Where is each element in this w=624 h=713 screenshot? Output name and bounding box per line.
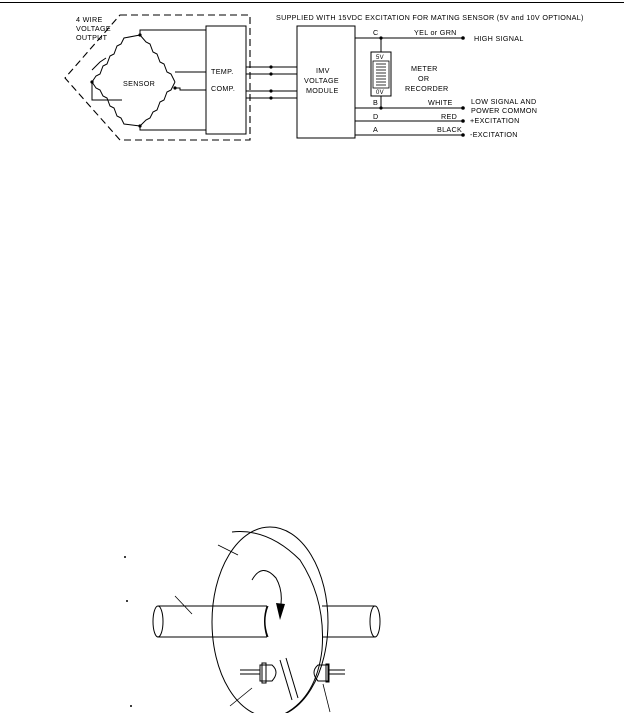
meter-scale [372,60,390,89]
meter-bottom-value: 0V [376,90,384,96]
output-wires [355,36,465,137]
bridge-resistor-bottom-right [139,81,176,127]
supply-note: SUPPLIED WITH 15VDC EXCITATION FOR MATIN… [276,13,584,22]
leader-shaft [174,595,193,615]
signal-low-line2: POWER COMMON [471,106,537,115]
sensor-bridge: SENSOR [90,33,177,128]
meter-body [370,51,392,97]
sensor-housing-outline [64,14,251,141]
leader-disc [217,544,239,556]
tempcomp-to-module-wires [246,65,297,100]
output-label-line2: VOLTAGE [76,24,111,33]
bridge-resistor-bottom-left [91,81,141,127]
signal-minus-excitation: -EXCITATION [470,130,518,139]
temp-comp-label-line2: COMP. [211,84,235,93]
wire-d-color: RED [441,112,457,121]
pin-c-label: C [373,28,379,37]
module-label-line1: IMV [316,66,330,75]
meter-label-line1: METER [411,64,438,73]
leader-dot-middle [126,600,128,602]
wire-c-color: YEL or GRN [414,28,457,37]
bridge-resistor-top-left [91,34,141,83]
output-label-line1: 4 WIRE [76,15,103,24]
led-emitter [240,662,277,684]
photo-detector [313,663,345,683]
meter-top-value: 5V [376,55,384,61]
signal-high: HIGH SIGNAL [474,34,524,43]
page-top-rule [0,2,624,3]
signal-low-line1: LOW SIGNAL AND [471,97,536,106]
imv-voltage-module-box [296,25,356,139]
meter-recorder: 5V 0V METER OR RECORDER [370,36,449,110]
meter-label-line3: RECORDER [405,84,449,93]
rotating-disc [211,526,329,713]
wire-b-color: WHITE [428,98,453,107]
leader-emitter [229,687,253,707]
bridge-resistor-top-right [139,34,176,83]
leader-dot-top [124,556,126,558]
module-label-line3: MODULE [306,86,339,95]
sensor-label: SENSOR [123,79,155,88]
pin-d-label: D [373,112,379,121]
pin-b-label: B [373,98,378,107]
bridge-to-tempcomp-wires [91,29,206,131]
leader-detector [322,683,331,713]
pin-a-label: A [373,125,378,134]
rotation-arrow [251,570,285,620]
disc-slot [279,657,299,701]
temp-comp-box [205,25,247,135]
leader-dot-bottom [130,705,132,707]
wire-a-color: BLACK [437,125,462,134]
module-label-line2: VOLTAGE [304,76,339,85]
shaft-right [322,605,381,638]
meter-label-line2: OR [418,74,429,83]
temp-comp-label-line1: TEMP. [211,67,234,76]
output-label-line3: OUTPUT [76,33,108,42]
signal-plus-excitation: +EXCITATION [470,116,520,125]
shaft-left [152,605,268,638]
